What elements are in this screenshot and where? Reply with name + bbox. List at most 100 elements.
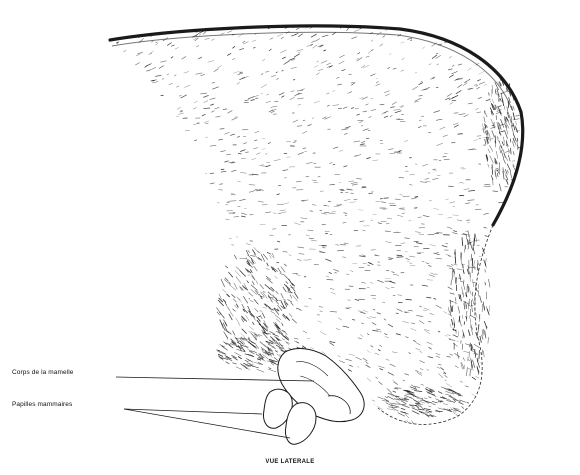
hair-stroke [296, 28, 299, 29]
hair-stroke [511, 381, 513, 383]
hair-stroke [359, 299, 365, 300]
hair-stroke [375, 353, 379, 355]
hair-stroke [297, 98, 303, 99]
hair-stroke [497, 106, 502, 108]
hair-stroke [221, 293, 228, 295]
hair-stroke [342, 70, 346, 71]
hair-stroke [195, 317, 198, 318]
hair-stroke [171, 57, 173, 59]
hair-stroke [265, 304, 271, 309]
hair-stroke [167, 43, 172, 46]
hair-stroke [504, 305, 508, 306]
hair-stroke [351, 183, 357, 184]
hair-stroke [518, 332, 523, 333]
hair-stroke [326, 63, 331, 65]
hair-stroke [126, 330, 132, 332]
hair-stroke [502, 296, 508, 299]
hair-stroke [298, 309, 301, 311]
hair-stroke [277, 78, 279, 79]
hair-stroke [507, 367, 512, 371]
hair-stroke [501, 26, 504, 29]
hair-stroke [134, 415, 136, 416]
hair-stroke [477, 136, 481, 137]
hair-stroke [412, 408, 419, 411]
hair-stroke [223, 109, 227, 110]
hair-stroke [143, 190, 145, 191]
hair-stroke [215, 107, 220, 109]
hair-stroke [436, 274, 438, 275]
hair-stroke [378, 397, 384, 399]
hair-stroke [442, 246, 448, 248]
hair-stroke [380, 331, 382, 332]
hair-stroke [493, 335, 496, 336]
hair-stroke [479, 362, 484, 366]
hair-stroke [224, 385, 226, 387]
hair-stroke [159, 95, 163, 96]
hair-stroke [357, 366, 359, 368]
hair-stroke [500, 399, 503, 402]
hair-stroke [204, 369, 208, 372]
hair-stroke [203, 95, 208, 97]
hair-stroke [450, 102, 454, 104]
hair-stroke [221, 324, 225, 331]
hair-stroke [513, 151, 514, 155]
hair-stroke [242, 285, 248, 290]
hair-stroke [130, 321, 136, 325]
hair-stroke [230, 377, 234, 381]
hair-stroke [143, 363, 149, 365]
hair-stroke [438, 391, 442, 393]
hair-stroke [449, 202, 455, 203]
hair-stroke [342, 257, 346, 258]
hair-stroke [510, 171, 511, 179]
hair-stroke [493, 370, 496, 372]
hair-stroke [347, 92, 351, 93]
hair-stroke [297, 49, 304, 51]
hair-stroke [489, 243, 493, 244]
hair-stroke [484, 84, 487, 85]
hair-stroke [462, 315, 463, 319]
hair-stroke [282, 70, 284, 71]
hair-stroke [256, 153, 260, 155]
hair-stroke [268, 295, 272, 303]
hair-stroke [226, 237, 231, 238]
hair-stroke [447, 94, 452, 97]
hair-stroke [424, 409, 431, 410]
hair-stroke [344, 133, 348, 134]
hair-stroke [230, 344, 233, 345]
hair-stroke [233, 299, 236, 303]
hair-stroke [214, 319, 218, 321]
hair-stroke [215, 380, 217, 381]
hair-stroke [376, 84, 381, 86]
hair-stroke [262, 149, 265, 150]
hair-stroke [113, 207, 118, 208]
hair-stroke [486, 100, 490, 101]
hair-stroke [181, 95, 187, 98]
hair-stroke [233, 375, 236, 377]
hair-stroke [474, 84, 477, 85]
hair-stroke [124, 92, 130, 95]
hair-stroke [290, 97, 295, 100]
hair-stroke [121, 242, 127, 243]
hair-stroke [224, 132, 229, 134]
hair-stroke [345, 127, 351, 129]
hair-stroke [497, 173, 498, 177]
hair-stroke [111, 362, 113, 363]
hair-stroke [414, 391, 422, 392]
hair-stroke [276, 291, 279, 294]
hair-stroke [476, 108, 479, 109]
hair-stroke [267, 263, 269, 266]
hair-stroke [397, 309, 403, 312]
hair-stroke [501, 213, 506, 214]
hair-stroke [248, 329, 252, 331]
hair-stroke [359, 425, 362, 428]
hair-stroke [175, 251, 182, 252]
hair-stroke [239, 48, 244, 50]
hair-stroke [151, 334, 154, 336]
hair-stroke [497, 65, 500, 68]
hair-stroke [378, 366, 385, 368]
hair-stroke [500, 98, 502, 101]
hair-stroke [113, 78, 118, 80]
hair-stroke [189, 167, 192, 168]
hair-stroke [492, 48, 495, 50]
hair-stroke [447, 335, 451, 336]
